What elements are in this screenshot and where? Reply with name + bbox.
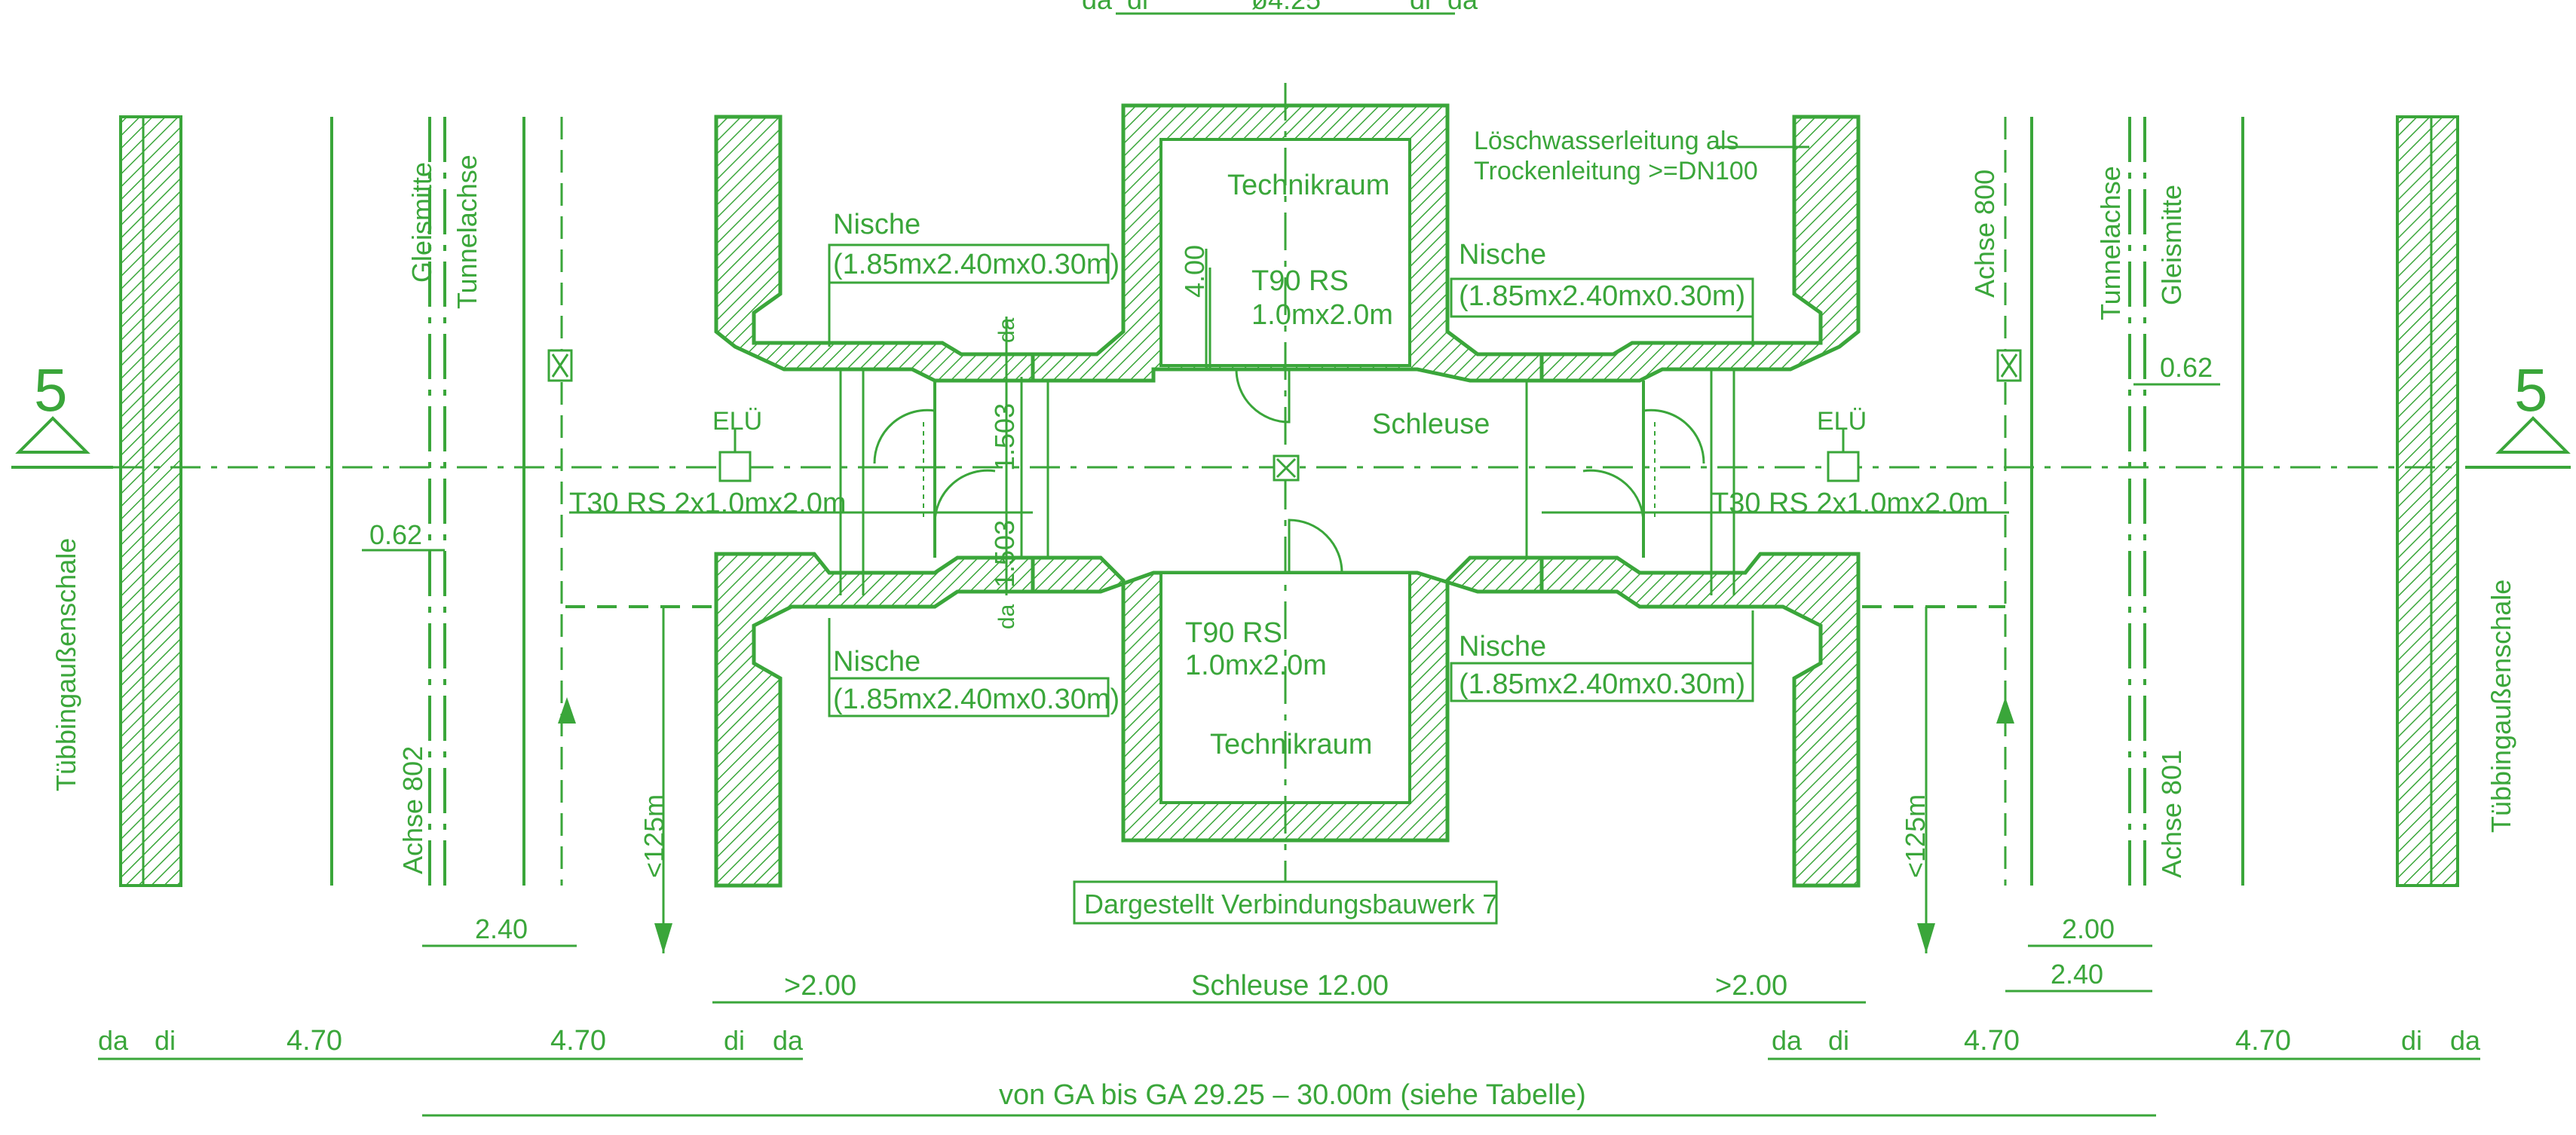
tunnel-wall-right bbox=[2396, 115, 2459, 887]
dim-schleuse-half-bottom: 1.503 bbox=[989, 520, 1020, 588]
dim-da-top: da bbox=[994, 317, 1019, 343]
door-t90-top-label: T90 RS bbox=[1251, 265, 1349, 297]
room-schleuse: Schleuse bbox=[1372, 408, 1490, 440]
dim-bottom-di-1: di bbox=[155, 1025, 176, 1056]
dim-bottom-di-3: di bbox=[1828, 1025, 1849, 1056]
dim-w470-3: 4.70 bbox=[1964, 1025, 2020, 1057]
dim-schleuse-half-top: 1.503 bbox=[989, 403, 1020, 471]
door-t30-right: T30 RS 2x1.0mx2.0m bbox=[1711, 488, 1988, 519]
section-marker-left bbox=[11, 416, 113, 469]
axis-tunnelachse-right: Tunnelachse bbox=[2095, 166, 2126, 320]
door-t30-left: T30 RS 2x1.0mx2.0m bbox=[569, 488, 846, 519]
dim-bottom-da-4: da bbox=[2450, 1025, 2481, 1056]
dim-offset-right: 0.62 bbox=[2160, 352, 2213, 383]
direction-arrows bbox=[558, 607, 2014, 953]
dim-gt200-left: >2.00 bbox=[784, 970, 856, 1002]
room-technikraum-top: Technikraum bbox=[1227, 170, 1389, 201]
dim-left-240: 2.40 bbox=[475, 913, 528, 944]
dim-total: von GA bis GA 29.25 – 30.00m (siehe Tabe… bbox=[999, 1079, 1586, 1111]
door-t90-bottom-size: 1.0mx2.0m bbox=[1185, 650, 1327, 681]
note-loeschwasser-1: Löschwasserleitung als bbox=[1474, 127, 1739, 155]
leaders bbox=[569, 145, 2009, 925]
axis-distance-left: <125m bbox=[639, 794, 669, 878]
axis-gleismitte-right: Gleismitte bbox=[2156, 185, 2187, 305]
tunnel-wall-left bbox=[119, 115, 182, 887]
tunnel-inner-lines bbox=[330, 117, 2244, 886]
dim-top-da-right: da bbox=[1447, 0, 1478, 15]
niche-size-tl: (1.85mx2.40mx0.30m) bbox=[833, 249, 1120, 280]
dim-schleuse-length: Schleuse 12.00 bbox=[1191, 970, 1389, 1002]
door-t90-bottom-label: T90 RS bbox=[1185, 617, 1282, 649]
axis-achse-801: Achse 801 bbox=[2156, 750, 2187, 878]
dim-w470-4: 4.70 bbox=[2235, 1025, 2291, 1057]
dim-bottom-da-2: da bbox=[773, 1025, 804, 1056]
arrow-down-icon bbox=[1917, 923, 1935, 953]
dim-offset-left: 0.62 bbox=[369, 519, 422, 550]
valve-markers bbox=[547, 349, 2022, 482]
dim-top-di-right: di bbox=[1410, 0, 1431, 15]
axis-distance-right: <125m bbox=[1900, 794, 1931, 878]
dim-top-da-left: da bbox=[1082, 0, 1113, 15]
note-elu-left: ELÜ bbox=[712, 407, 762, 436]
dim-top-diameter: ø4.25 bbox=[1251, 0, 1321, 15]
dim-bottom-di-2: di bbox=[724, 1025, 745, 1056]
note-loeschwasser-2: Trockenleitung >=DN100 bbox=[1474, 157, 1758, 185]
section-number-right: 5 bbox=[2514, 356, 2548, 424]
arrow-up-icon bbox=[558, 697, 576, 724]
axis-achse-800: Achse 800 bbox=[1969, 170, 2000, 298]
dim-bottom-da-1: da bbox=[98, 1025, 129, 1056]
axis-gleismitte-left: Gleismitte bbox=[406, 162, 437, 283]
arrow-down-icon bbox=[654, 923, 672, 953]
door-t90-top-size: 1.0mx2.0m bbox=[1251, 299, 1393, 331]
note-elu-right: ELÜ bbox=[1817, 407, 1867, 436]
arrow-up-icon bbox=[1996, 697, 2014, 724]
dim-w470-2: 4.70 bbox=[550, 1025, 606, 1057]
niche-label-tl: Nische bbox=[833, 209, 920, 240]
dim-da-bottom: da bbox=[994, 604, 1019, 629]
dim-w470-1: 4.70 bbox=[286, 1025, 342, 1057]
section-marker-right bbox=[2465, 416, 2571, 469]
dim-right-240: 2.40 bbox=[2051, 959, 2103, 990]
section-number-left: 5 bbox=[34, 356, 68, 424]
axis-achse-802: Achse 802 bbox=[397, 746, 428, 874]
niche-size-br: (1.85mx2.40mx0.30m) bbox=[1459, 668, 1745, 700]
dim-bottom-da-3: da bbox=[1772, 1025, 1803, 1056]
axis-tuebbing-right: Tübbingaußenschale bbox=[2486, 580, 2516, 833]
dim-bottom-di-4: di bbox=[2401, 1025, 2422, 1056]
dim-gt200-right: >2.00 bbox=[1715, 970, 1787, 1002]
dim-top-wall: 4.00 bbox=[1179, 245, 1210, 298]
axis-tunnelachse-left: Tunnelachse bbox=[452, 154, 482, 309]
dim-right-200: 2.00 bbox=[2062, 913, 2115, 944]
dimension-lines bbox=[98, 12, 2480, 1117]
dim-top-di-left: di bbox=[1127, 0, 1148, 15]
room-technikraum-bottom: Technikraum bbox=[1210, 729, 1372, 760]
niche-size-tr: (1.85mx2.40mx0.30m) bbox=[1459, 280, 1745, 312]
note-dargestellt: Dargestellt Verbindungsbauwerk 7 bbox=[1084, 889, 1497, 919]
niche-label-br: Nische bbox=[1459, 631, 1546, 662]
niche-size-bl: (1.85mx2.40mx0.30m) bbox=[833, 684, 1120, 715]
niche-label-tr: Nische bbox=[1459, 239, 1546, 271]
niche-label-bl: Nische bbox=[833, 646, 920, 678]
axis-tuebbing-left: Tübbingaußenschale bbox=[51, 538, 81, 791]
